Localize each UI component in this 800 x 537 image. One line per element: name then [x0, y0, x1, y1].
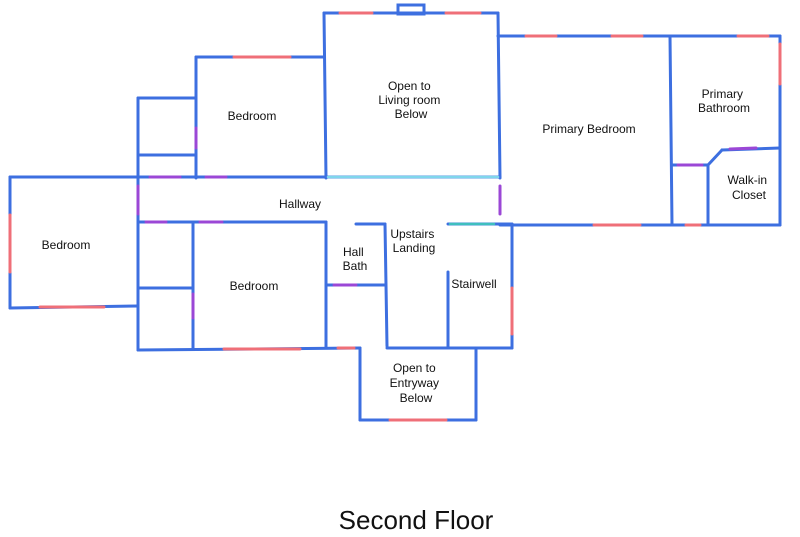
- label-hall-bath: Hall Bath: [343, 245, 368, 273]
- label-stairwell: Stairwell: [451, 277, 496, 291]
- label-bedroom-top: Bedroom: [228, 109, 277, 123]
- chimney: [396, 3, 426, 16]
- wall: [668, 34, 674, 227]
- label-primary-bathroom: Primary Bathroom: [698, 87, 750, 115]
- label-open-to-entryway: Open to Entryway Below: [390, 361, 443, 405]
- wall: [496, 11, 502, 180]
- windows: [8, 11, 782, 422]
- label-bedroom-middle: Bedroom: [230, 279, 279, 293]
- label-primary-bedroom: Primary Bedroom: [542, 122, 635, 136]
- wall: [322, 11, 328, 180]
- label-upstairs-landing: Upstairs Landing: [390, 227, 437, 255]
- label-walk-in-closet: Walk-in Closet: [728, 173, 771, 202]
- door: [728, 146, 758, 151]
- walls: [8, 3, 782, 422]
- wall: [706, 148, 724, 167]
- label-open-to-living: Open to Living room Below: [378, 79, 443, 121]
- label-hallway: Hallway: [279, 197, 321, 211]
- label-bedroom-left: Bedroom: [42, 238, 91, 252]
- openings: [326, 175, 500, 226]
- floor-title: Second Floor: [339, 505, 494, 535]
- doors: [136, 126, 758, 320]
- room-labels: Bedroom Open to Living room Below Primar…: [42, 79, 771, 405]
